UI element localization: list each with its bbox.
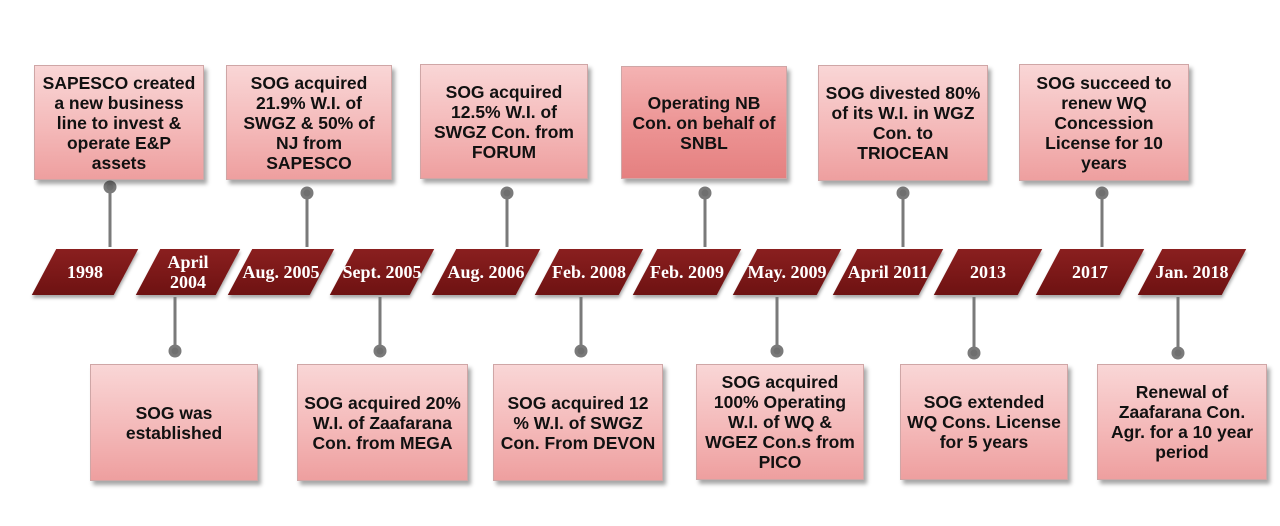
event-text: SOG was established — [125, 402, 223, 443]
event-text: SOG succeed to renew WQ Concession Licen… — [1036, 72, 1172, 173]
event-text: SOG acquired 20% W.I. of Zaafarana Con. … — [304, 392, 461, 453]
event-text: SOG divested 80% of its W.I. in WGZ Con.… — [825, 83, 981, 163]
event-box-bottom-1: SOG was established — [90, 364, 258, 481]
event-box-bottom-2: SOG acquired 20% W.I. of Zaafarana Con. … — [297, 364, 468, 481]
event-box-top-4: Operating NB Con. on behalf of SNBL — [621, 66, 787, 179]
date-11: 2017 — [1048, 249, 1132, 295]
event-box-bottom-3: SOG acquired 12 % W.I. of SWGZ Con. From… — [493, 364, 663, 481]
date-12: Jan. 2018 — [1150, 249, 1234, 295]
event-box-bottom-5: SOG extended WQ Cons. License for 5 year… — [900, 364, 1068, 480]
event-box-bottom-6: Renewal of Zaafarana Con. Agr. for a 10 … — [1097, 364, 1267, 480]
date-3: Aug. 2005 — [240, 249, 322, 295]
date-8: May. 2009 — [745, 249, 829, 295]
event-text: SOG extended WQ Cons. License for 5 year… — [907, 392, 1061, 452]
date-4: Sept. 2005 — [342, 249, 422, 295]
event-box-top-1: SAPESCO created a new business line to i… — [34, 65, 204, 180]
event-text: SAPESCO created a new business line to i… — [42, 72, 196, 173]
event-text: SOG acquired 100% Operating W.I. of WQ &… — [705, 372, 855, 472]
event-text: SOG acquired 21.9% W.I. of SWGZ & 50% of… — [243, 72, 375, 173]
date-10: 2013 — [946, 249, 1030, 295]
event-box-top-2: SOG acquired 21.9% W.I. of SWGZ & 50% of… — [226, 65, 392, 180]
event-text: SOG acquired 12.5% W.I. of SWGZ Con. fro… — [434, 81, 574, 162]
event-text: SOG acquired 12 % W.I. of SWGZ Con. From… — [500, 392, 656, 453]
event-text: Operating NB Con. on behalf of SNBL — [632, 92, 776, 153]
date-9: April 2011 — [845, 249, 931, 295]
date-6: Feb. 2008 — [547, 249, 631, 295]
date-7: Feb. 2009 — [645, 249, 729, 295]
event-box-top-5: SOG divested 80% of its W.I. in WGZ Con.… — [818, 65, 988, 181]
event-box-bottom-4: SOG acquired 100% Operating W.I. of WQ &… — [696, 364, 864, 480]
date-5: Aug. 2006 — [444, 249, 528, 295]
date-2: April 2004 — [148, 249, 228, 295]
date-1: 1998 — [44, 249, 126, 295]
event-box-top-3: SOG acquired 12.5% W.I. of SWGZ Con. fro… — [420, 64, 588, 179]
event-box-top-6: SOG succeed to renew WQ Concession Licen… — [1019, 64, 1189, 181]
event-text: Renewal of Zaafarana Con. Agr. for a 10 … — [1110, 382, 1254, 462]
